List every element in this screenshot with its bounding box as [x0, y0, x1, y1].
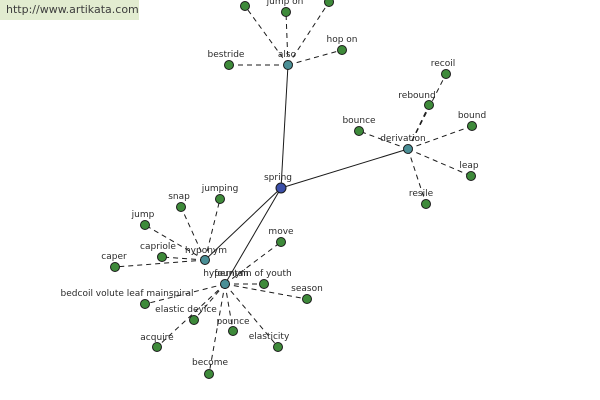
label-hop-on: hop on [327, 35, 358, 45]
node-recoil[interactable] [441, 69, 451, 79]
label-caper: caper [101, 252, 127, 262]
edge-hypernym-elastic-device [193, 283, 226, 321]
node-bestride[interactable] [224, 60, 234, 70]
label-elasticity: elasticity [249, 332, 290, 342]
node-hop-on[interactable] [337, 45, 347, 55]
edge-derivation-bound [407, 125, 473, 150]
label-season: season [291, 284, 323, 294]
edge-hypernym-acquire [156, 283, 226, 348]
edge-hyponym-jumping [204, 198, 221, 261]
edge-also-also-top-right [287, 1, 330, 66]
node-derivation[interactable] [403, 144, 413, 154]
node-jumping[interactable] [215, 194, 225, 204]
node-acquire[interactable] [152, 342, 162, 352]
edge-derivation-leap [407, 148, 472, 177]
node-hyponym[interactable] [200, 255, 210, 265]
label-jumping: jumping [201, 184, 239, 194]
label-rebound: rebound [398, 91, 435, 101]
node-resile[interactable] [421, 199, 431, 209]
node-bounce-deriv[interactable] [354, 126, 364, 136]
label-leap: leap [459, 161, 479, 171]
edge-hyponym-caper [114, 259, 206, 268]
edge-hyponym-jump [144, 224, 206, 261]
label-also: also [278, 50, 297, 60]
node-pounce[interactable] [228, 326, 238, 336]
label-move: move [268, 227, 294, 237]
edge-also-also-top-left [244, 5, 289, 66]
edge-also-hop-on [287, 49, 343, 66]
label-become: become [192, 358, 228, 368]
label-hyponym: hyponym [185, 246, 227, 256]
node-fountain-of-youth[interactable] [259, 279, 269, 289]
node-move[interactable] [276, 237, 286, 247]
label-spring: spring [264, 173, 292, 183]
graph-labels: spring also derivation hyponym hypernym jump … [61, 0, 487, 368]
node-jump[interactable] [140, 220, 150, 230]
label-derivation: derivation [380, 134, 426, 144]
edge-hypernym-season [224, 283, 308, 300]
node-capriole[interactable] [157, 252, 167, 262]
label-acquire: acquire [140, 333, 174, 343]
node-hypernym[interactable] [220, 279, 230, 289]
graph-nodes [110, 0, 477, 379]
edge-hypernym-elasticity [224, 283, 279, 348]
node-become[interactable] [204, 369, 214, 379]
label-bestride: bestride [208, 50, 245, 60]
label-recoil: recoil [431, 59, 456, 69]
label-bedcoil: bedcoil volute leaf mainspiral [61, 289, 194, 299]
node-also-top-right[interactable] [324, 0, 334, 7]
edge-derivation-rebound [407, 104, 430, 150]
edge-spring-hyponym [204, 187, 282, 261]
edge-spring-derivation [280, 148, 409, 189]
edge-spring-hypernym [224, 187, 282, 285]
edge-hyponym-snap [180, 206, 206, 261]
edge-hypernym-bedcoil [144, 283, 226, 305]
edge-spring-also [280, 64, 289, 189]
label-resile: resile [409, 189, 434, 199]
node-bound[interactable] [467, 121, 477, 131]
label-bound: bound [458, 111, 486, 121]
node-jump-on[interactable] [281, 7, 291, 17]
node-leap[interactable] [466, 171, 476, 181]
graph-edges [114, 1, 473, 375]
label-hypernym: hypernym [203, 269, 249, 279]
edge-hypernym-pounce [224, 283, 234, 332]
label-bounce-deriv: bounce [342, 116, 376, 126]
label-jump-on: jump on [266, 0, 304, 7]
node-caper[interactable] [110, 262, 120, 272]
label-fountain-of-youth: fountain of youth [214, 269, 292, 279]
node-rebound[interactable] [424, 100, 434, 110]
node-elasticity[interactable] [273, 342, 283, 352]
edge-hypernym-move [224, 241, 282, 285]
node-spring[interactable] [275, 182, 287, 194]
label-capriole: capriole [140, 242, 176, 252]
label-jump: jump [131, 210, 155, 220]
source-url-banner[interactable]: http://www.artikata.com [0, 0, 139, 20]
node-season[interactable] [302, 294, 312, 304]
label-elastic-device: elastic device [155, 305, 217, 315]
node-also[interactable] [283, 60, 293, 70]
node-also-top-left[interactable] [240, 1, 250, 11]
node-snap[interactable] [176, 202, 186, 212]
label-pounce: pounce [216, 317, 250, 327]
edge-derivation-resile [407, 148, 427, 205]
edge-hypernym-become [208, 283, 226, 375]
node-bedcoil[interactable] [140, 299, 150, 309]
edge-hyponym-capriole [161, 256, 206, 261]
node-elastic-device[interactable] [189, 315, 199, 325]
label-snap: snap [168, 192, 190, 202]
